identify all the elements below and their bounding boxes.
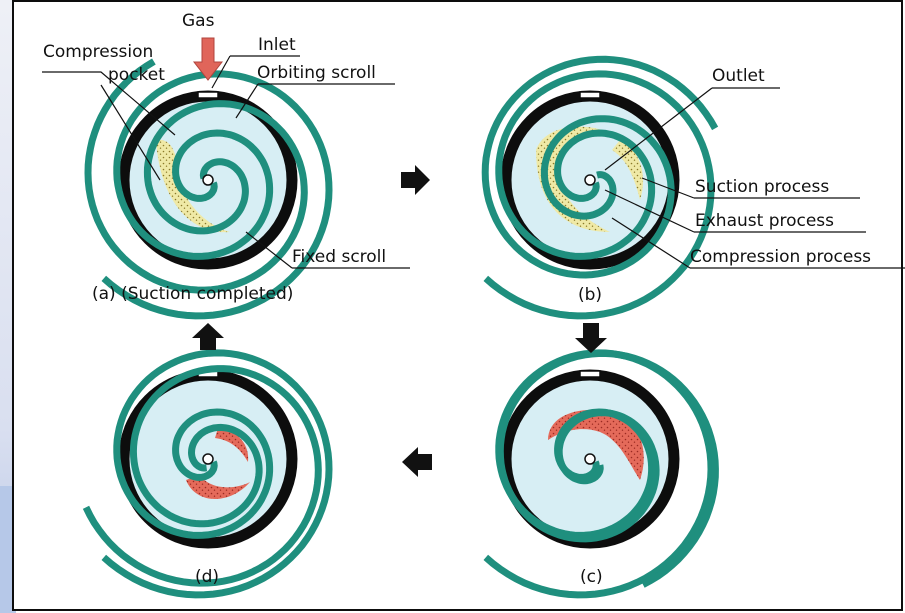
arrow-right-icon [401, 165, 430, 195]
gas-arrow-icon [192, 37, 224, 81]
compressor-d [82, 349, 333, 599]
orbiting-scroll-d [82, 365, 322, 587]
orbiting-scroll-a [84, 58, 308, 294]
compression-pocket-label-line1: Compression [43, 42, 153, 62]
compressor-c [483, 349, 719, 599]
orbiting-scroll-b [481, 55, 719, 279]
fixed-scroll-a [101, 70, 333, 320]
compression-pocket-label-line2: pocket [108, 65, 165, 85]
compressed-gas-d-top [215, 428, 249, 462]
orbiting-scroll-label: Orbiting scroll [257, 63, 376, 83]
inlet-port-c [579, 370, 601, 378]
inlet-port-a [197, 91, 219, 99]
caption-b: (b) [578, 285, 602, 305]
outlet-label: Outlet [712, 66, 765, 86]
compressor-a [84, 58, 333, 320]
exhaust-process-label: Exhaust process [695, 211, 834, 231]
outlet-port-d [202, 453, 214, 465]
fixed-scroll-d [101, 349, 333, 599]
orbiting-scroll-c [496, 350, 719, 588]
arrow-up-icon [192, 323, 224, 350]
fixed-scroll-b [483, 70, 715, 320]
leader-lines-a [42, 55, 410, 269]
outlet-port-c [584, 453, 596, 465]
outlet-port-b [584, 174, 596, 186]
outlet-port-a [202, 174, 214, 186]
fixed-scroll-label: Fixed scroll [292, 247, 386, 267]
compression-process-label: Compression process [690, 247, 871, 267]
inlet-label: Inlet [258, 35, 296, 55]
caption-d: (d) [195, 567, 219, 587]
gas-label: Gas [182, 11, 215, 31]
caption-a: (a) (Suction completed) [92, 284, 293, 304]
arrow-down-icon [575, 323, 607, 353]
compressed-gas-d-bottom [186, 475, 250, 500]
caption-c: (c) [580, 567, 603, 587]
inlet-port-b [579, 91, 601, 99]
suction-process-label: Suction process [695, 177, 829, 197]
leader-lines-b [604, 87, 905, 269]
suction-gas-b-right [612, 140, 644, 200]
arrow-left-icon [402, 447, 432, 477]
compressor-b [481, 55, 719, 320]
